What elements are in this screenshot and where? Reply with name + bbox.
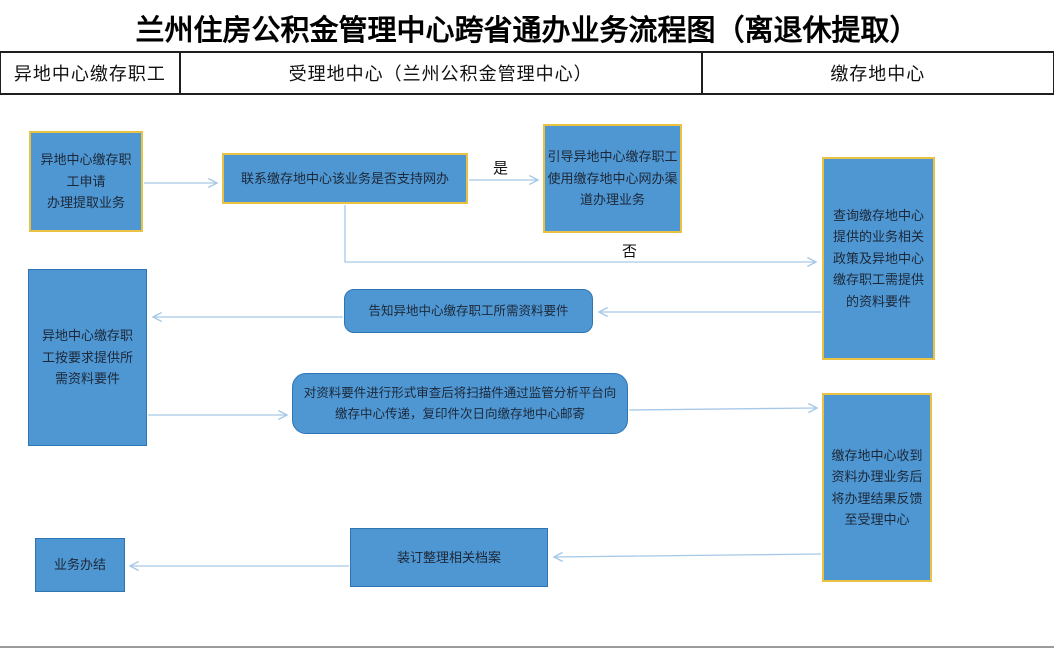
lane-accepting-center: 受理地中心（兰州公积金管理中心）	[181, 53, 703, 93]
flow-node-query: 查询缴存地中心 提供的业务相关 政策及异地中心 缴存职工需提供 的资料要件	[822, 157, 935, 360]
flow-node-review: 对资料要件进行形式审查后将扫描件通过监管分析平台向 缴存中心传递，复印件次日向缴…	[292, 373, 628, 434]
flow-node-contact: 联系缴存地中心该业务是否支持网办	[222, 153, 468, 204]
flow-node-archive: 装订整理相关档案	[350, 528, 548, 587]
flow-node-finish: 业务办结	[35, 538, 125, 592]
flow-node-guide: 引导异地中心缴存职工 使用缴存地中心网办渠 道办理业务	[543, 124, 682, 233]
flow-node-provide: 异地中心缴存职 工按要求提供所 需资料要件	[28, 269, 147, 446]
connector-feedback-archive	[552, 551, 822, 563]
flow-node-inform: 告知异地中心缴存职工所需资料要件	[344, 289, 593, 333]
lane-remote-employee: 异地中心缴存职工	[1, 53, 181, 93]
branch-label-no: 否	[622, 243, 638, 260]
bottom-table-border	[0, 646, 1054, 648]
connector-review-feedback	[628, 402, 819, 414]
swimlane-header: 异地中心缴存职工 受理地中心（兰州公积金管理中心） 缴存地中心	[0, 51, 1054, 95]
flow-node-feedback: 缴存地中心收到 资料办理业务后 将办理结果反馈 至受理中心	[822, 393, 932, 582]
lane-deposit-center: 缴存地中心	[830, 64, 926, 84]
flow-node-apply: 异地中心缴存职 工申请 办理提取业务	[29, 131, 143, 232]
branch-label-yes: 是	[493, 160, 509, 177]
page-title: 兰州住房公积金管理中心跨省通办业务流程图（离退休提取）	[135, 15, 919, 47]
